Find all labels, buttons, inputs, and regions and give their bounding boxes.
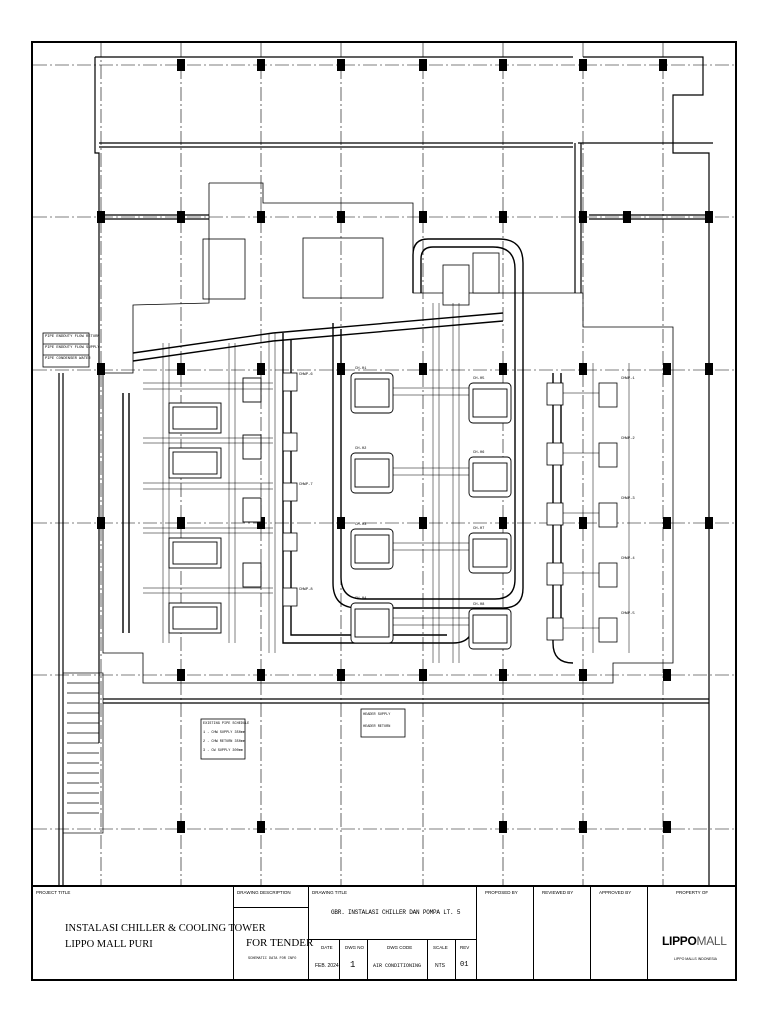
chiller-tag: CH-06 <box>473 451 485 455</box>
project-title-line1: INSTALASI CHILLER & COOLING TOWER <box>65 923 266 934</box>
dwg-no-value: 1 <box>350 960 356 970</box>
approved-by-label: APPROVED BY <box>599 890 632 895</box>
info-col <box>455 939 456 979</box>
drawing-title-cell: DRAWING TITLE GBR. INSTALASI CHILLER DAN… <box>309 887 477 979</box>
approved-by-cell: APPROVED BY <box>591 887 648 979</box>
chiller-tag: CH-04 <box>355 597 367 601</box>
pump-tag: CHWP-5 <box>621 612 635 616</box>
chiller-tag: CH-05 <box>473 377 485 381</box>
drawing-sheet: PIPE ENDDUTY FLOW RETURN PIPE ENDDUTY FL… <box>31 41 737 981</box>
project-title-cell: PROJECT TITLE INSTALASI CHILLER & COOLIN… <box>33 887 266 979</box>
project-title-line2: LIPPO MALL PURI <box>65 939 153 950</box>
note-box-line-1: EXISTING PIPE SCHEDULE <box>203 722 250 726</box>
info-col <box>367 939 368 979</box>
plant-room <box>102 182 674 684</box>
drawing-description-label: DRAWING DESCRIPTION <box>237 890 291 895</box>
chiller-tag: CH-02 <box>355 447 367 451</box>
rev-value: 01 <box>460 961 469 969</box>
logo-text-light: MALL <box>696 934 727 948</box>
drawing-title: GBR. INSTALASI CHILLER DAN POMPA LT. 5 <box>331 909 461 916</box>
pump-tag: CHWP-8 <box>299 588 313 592</box>
note-boxes <box>42 332 406 760</box>
note-box-line-3: 2 - CHW RETURN 350mm <box>203 740 246 744</box>
note-box2-line-2: HEADER RETURN <box>363 725 391 729</box>
info-col <box>427 939 428 979</box>
reviewed-by-cell: REVIEWED BY <box>534 887 591 979</box>
chiller-tag: CH-07 <box>473 527 485 531</box>
logo-text-bold: LIPPO <box>662 934 697 948</box>
date-value: FEB. 2024 <box>315 963 339 969</box>
dwg-code-value: AIR CONDITIONING <box>373 963 422 969</box>
drawing-description-cell: DRAWING DESCRIPTION FOR TENDER SCHEMATIC… <box>234 887 313 979</box>
chiller-tag: CH-08 <box>473 603 485 607</box>
legend-line-2: PIPE ENDDUTY FLOW SUPPLY <box>45 346 100 350</box>
property-of-label: PROPERTY OF <box>676 890 709 895</box>
rev-label: REV <box>460 945 470 950</box>
legend-line-1: PIPE ENDDUTY FLOW RETURN <box>45 335 100 339</box>
info-col <box>339 939 340 979</box>
pump-tag: CHWP-2 <box>621 437 635 441</box>
reviewed-by-label: REVIEWED BY <box>542 890 574 895</box>
dwg-code-label: DWG CODE <box>387 945 413 950</box>
description-divider <box>234 907 308 908</box>
chiller-tag: CH-03 <box>355 523 367 527</box>
pump-tag: CHWP-7 <box>299 483 313 487</box>
scale-value: NTS <box>435 963 445 969</box>
info-divider <box>309 939 476 940</box>
drawing-title-label: DRAWING TITLE <box>312 890 348 895</box>
pumps <box>282 252 618 643</box>
stair <box>62 672 104 834</box>
dwg-no-label: DWG NO <box>345 945 364 950</box>
floor-plan <box>33 43 735 885</box>
note-box-line-4: 3 - CW SUPPLY 300mm <box>203 749 243 753</box>
note-box-line-2: 1 - CHW SUPPLY 350mm <box>203 731 246 735</box>
title-block: PROJECT TITLE INSTALASI CHILLER & COOLIN… <box>33 885 735 979</box>
pump-tag: CHWP-1 <box>621 377 635 381</box>
project-title-label: PROJECT TITLE <box>36 890 71 895</box>
drawing-description: FOR TENDER <box>246 937 314 949</box>
drawing-description-sub: SCHEMATIC DATA FOR INFO <box>248 957 297 961</box>
chillers <box>168 372 512 650</box>
pipe-details <box>143 303 630 663</box>
scale-label: SCALE <box>433 945 448 950</box>
proposed-by-cell: PROPOSED BY <box>477 887 534 979</box>
building-walls <box>58 56 713 885</box>
chiller-tag: CH-01 <box>355 367 367 371</box>
property-of-cell: PROPERTY OF LIPPOMALL LIPPO MALLS INDONE… <box>648 887 735 979</box>
note-box2-line-1: HEADER SUPPLY <box>363 713 391 717</box>
logo-subtitle: LIPPO MALLS INDONESIA <box>674 957 717 961</box>
structural-columns <box>97 59 713 833</box>
legend-line-3: PIPE CONDENSER WATER <box>45 357 91 361</box>
proposed-by-label: PROPOSED BY <box>485 890 518 895</box>
lippo-mall-logo: LIPPOMALL <box>662 934 727 948</box>
date-label: DATE <box>321 945 333 950</box>
pump-tag: CHWP-3 <box>621 497 635 501</box>
pump-tag: CHWP-4 <box>621 557 635 561</box>
pump-tag: CHWP-6 <box>299 373 313 377</box>
